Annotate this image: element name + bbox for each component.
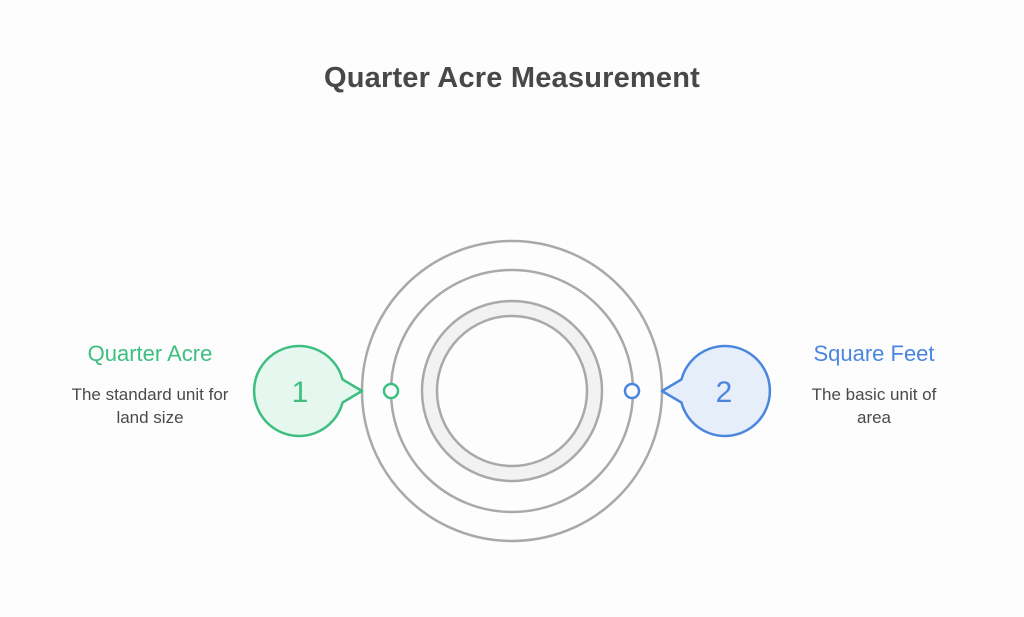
connector-dot-1: [382, 382, 400, 400]
item-1-description: The standard unit for land size: [30, 383, 270, 429]
item-1-description-line-2: land size: [116, 408, 184, 427]
connector-dot-2: [623, 382, 641, 400]
badge-2-number: 2: [716, 376, 733, 409]
badge-2-bubble: [660, 344, 772, 438]
item-1-label: Quarter Acre: [87, 341, 213, 366]
badge-1-bubble: [252, 344, 364, 438]
item-2-description-line-2: area: [856, 408, 892, 427]
item-2-label: Square Feet: [813, 341, 935, 366]
item-2-description: The basic unit of area: [754, 383, 994, 429]
item-1-description-line-1: The standard unit for: [71, 385, 229, 404]
diagram-title: Quarter Acre Measurement: [323, 62, 701, 94]
badge-1-number: 1: [292, 376, 309, 409]
core-circle: [435, 314, 589, 468]
item-2-description-line-1: The basic unit of: [811, 385, 937, 404]
